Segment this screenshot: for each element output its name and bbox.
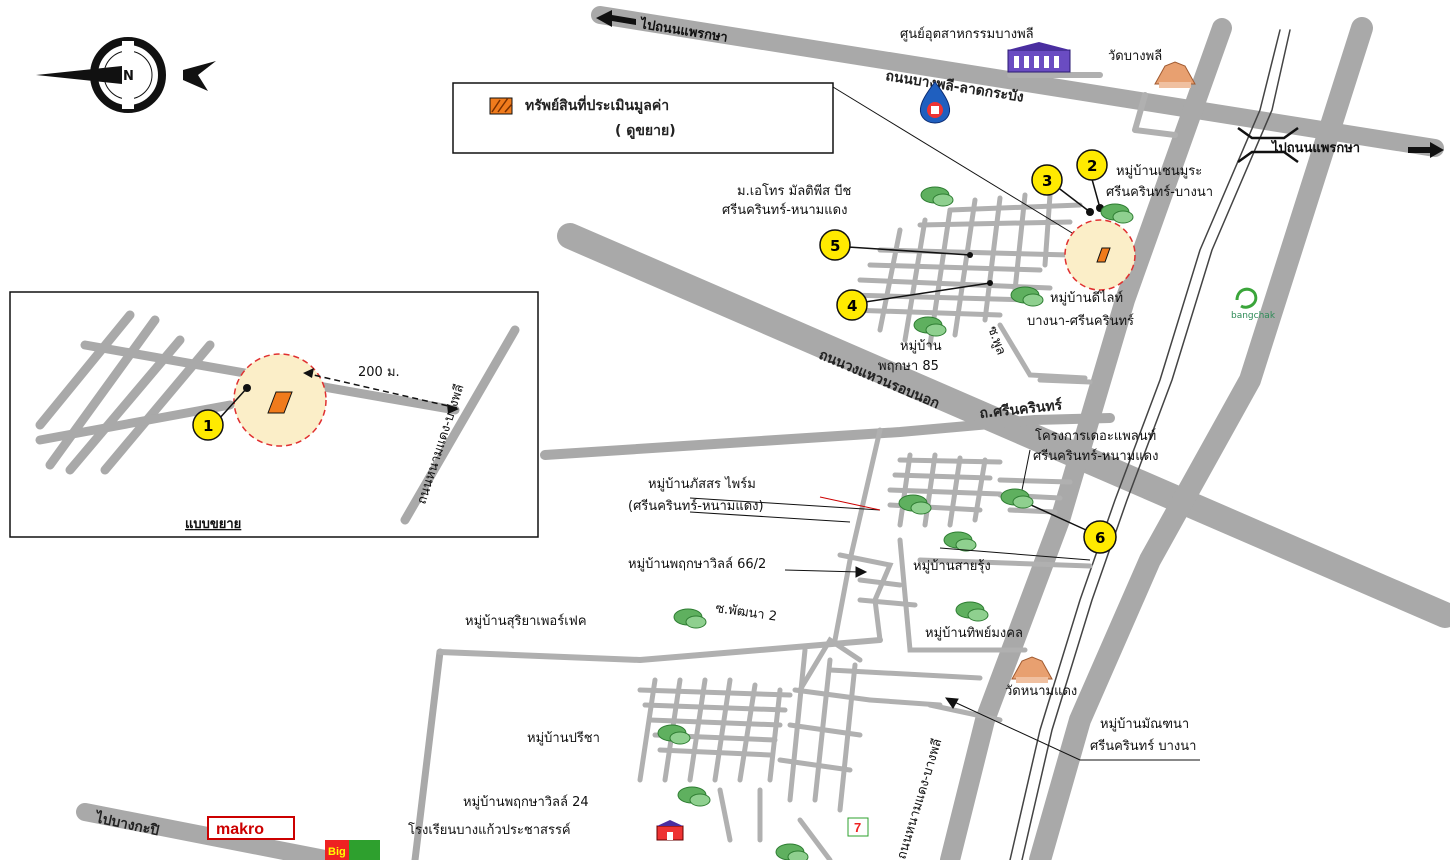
- gas-station-icon: [919, 81, 951, 124]
- svg-text:3: 3: [1042, 172, 1052, 190]
- tree-icon: [673, 608, 707, 629]
- tree-icon: [898, 494, 932, 515]
- label-industrial: ศูนย์อุตสาหกรรมบางพลี: [900, 26, 1034, 42]
- label-manthana-1: หมู่บ้านมัณฑนา: [1100, 717, 1189, 732]
- tree-icon: [955, 601, 989, 622]
- marker-3: 3: [1031, 164, 1094, 216]
- compass-icon: N: [36, 37, 216, 113]
- bangchak-logo: bangchak: [1231, 287, 1276, 321]
- label-pruksaville-66: หมู่บ้านพฤกษาวิลล์ 66/2: [628, 556, 766, 572]
- school-icon: [656, 820, 684, 841]
- arrow-to-phraeksa-right: ไปถนนแพรกษา: [1270, 139, 1444, 158]
- road-label-namdaeng: ถนนหนามแดง-บางพลี: [894, 737, 946, 860]
- legend-sub: ( ดูขยาย): [615, 123, 676, 139]
- label-wat-namdaeng: วัดหนามแดง: [1005, 684, 1077, 699]
- temple-icon: [1011, 656, 1053, 683]
- tree-icon: [913, 316, 947, 337]
- srinakarin-cross: [540, 413, 1115, 460]
- svg-text:makro: makro: [216, 821, 264, 838]
- label-suriya: หมู่บ้านสุริยาเพอร์เฟค: [465, 613, 587, 629]
- svg-text:2: 2: [1087, 157, 1097, 175]
- bangphli-road: [591, 6, 1444, 157]
- inset-map: 200 ม. ถนนหนามแดง-บางพลี แบบขยาย: [9, 291, 539, 538]
- top-connector-2: [1132, 92, 1178, 138]
- bigc-logo: Big: [325, 840, 380, 860]
- label-pruksa85-1: หมู่บ้าน: [900, 339, 942, 354]
- label-delight-2: บางนา-ศรีนครินทร์: [1027, 313, 1134, 329]
- temple-icon: [1154, 61, 1196, 88]
- tree-icon: [1100, 203, 1134, 224]
- label-school: โรงเรียนบางแก้วประชาสรรค์: [408, 822, 571, 838]
- property-marker: [1064, 219, 1136, 291]
- left-road: [411, 648, 444, 860]
- label-sairung: หมู่บ้านสายรุ้ง: [913, 559, 991, 574]
- label-metro-2: ศรีนครินทร์-หนามแดง: [722, 202, 847, 218]
- marker-4: 4: [836, 280, 993, 321]
- svg-text:4: 4: [847, 297, 857, 315]
- left-road-2: [437, 637, 883, 663]
- label-the-plant-2: ศรีนครินทร์-หนามแดง: [1033, 448, 1158, 464]
- tree-icon: [1010, 286, 1044, 307]
- place-labels: ศูนย์อุตสาหกรรมบางพลี วัดบางพลี หมู่บ้าน…: [408, 26, 1213, 838]
- label-wat-bangphli: วัดบางพลี: [1108, 48, 1162, 64]
- railway: [1009, 29, 1291, 860]
- building-icon: [1007, 42, 1071, 73]
- tree-icon: [657, 724, 691, 745]
- namdaeng-road: [940, 18, 1232, 860]
- road-label-soi-pattana: ซ.พัฒนา 2: [714, 601, 777, 624]
- marker-1: 1: [192, 409, 224, 441]
- leader-lines: [689, 496, 1200, 761]
- svg-text:5: 5: [830, 237, 840, 255]
- inset-distance: 200 ม.: [358, 365, 400, 380]
- inset-caption: แบบขยาย: [185, 517, 241, 532]
- seven-eleven-logo: 7: [847, 817, 869, 837]
- svg-text:1: 1: [203, 417, 213, 435]
- tree-icon: [920, 186, 954, 207]
- label-delight-1: หมู่บ้านดีไลท์: [1050, 290, 1123, 306]
- label-manthana-2: ศรีนครินทร์ บางนา: [1090, 738, 1196, 754]
- svg-text:bangchak: bangchak: [1231, 311, 1276, 321]
- tree-icons: [657, 186, 1134, 860]
- label-passorn-1: หมู่บ้านภัสสร ไพร์ม: [648, 476, 756, 492]
- svg-text:7: 7: [854, 820, 861, 835]
- label-pruksaville-24: หมู่บ้านพฤกษาวิลล์ 24: [463, 794, 589, 810]
- svg-text:N: N: [123, 69, 134, 84]
- tree-icon: [1000, 488, 1034, 509]
- bottom-connector: [1037, 377, 1093, 385]
- label-chain-1: หมู่บ้านเชนมูระ: [1116, 164, 1202, 179]
- svg-text:Big: Big: [328, 846, 346, 858]
- marker-2: 2: [1076, 149, 1108, 212]
- tree-icon: [677, 786, 711, 807]
- label-pricha: หมู่บ้านปรีชา: [527, 730, 600, 746]
- label-the-plant-1: โครงการเดอะแพลนท์: [1035, 428, 1156, 444]
- label-passorn-2: (ศรีนครินทร์-หนามแดง): [628, 498, 764, 514]
- label-chain-2: ศรีนครินทร์-บางนา: [1106, 184, 1213, 200]
- legend-box: ทรัพย์สินที่ประเมินมูลค่า ( ดูขยาย): [452, 82, 1101, 251]
- legend-title: ทรัพย์สินที่ประเมินมูลค่า: [525, 95, 669, 114]
- makro-logo: makro: [207, 816, 295, 840]
- interchange-icon: [1237, 126, 1299, 164]
- marker-5: 5: [819, 229, 973, 261]
- svg-text:ไปถนนแพรกษา: ไปถนนแพรกษา: [1270, 139, 1360, 156]
- label-metro-1: ม.เอโทร มัลติพีส บีช: [737, 183, 851, 199]
- label-thipmongkol: หมู่บ้านทิพย์มงคล: [925, 625, 1023, 641]
- tree-icon: [775, 843, 809, 860]
- label-pruksa85-2: พฤกษา 85: [878, 359, 939, 374]
- svg-text:6: 6: [1095, 529, 1105, 547]
- srinakarin-road: [1029, 17, 1373, 860]
- minor-roads: [637, 192, 1093, 860]
- tree-icon: [943, 531, 977, 552]
